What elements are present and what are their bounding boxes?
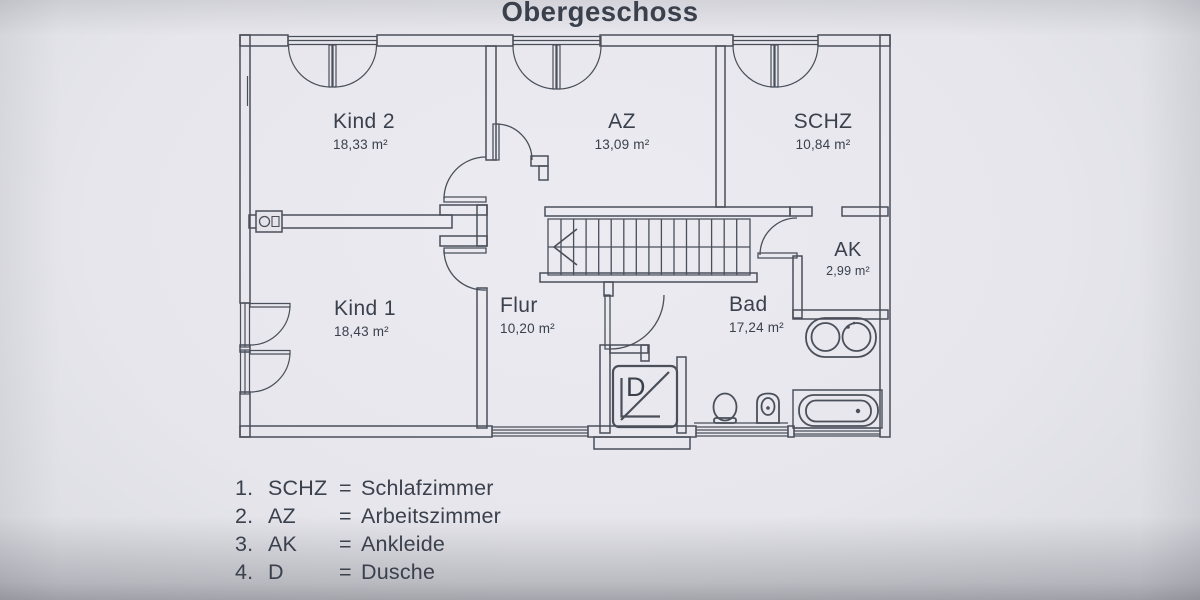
stair-direction-arrow <box>554 229 577 265</box>
legend-abbr: AK <box>268 531 298 556</box>
door-symbols <box>444 124 797 349</box>
legend-abbr: AZ <box>268 503 296 528</box>
legend-number: 1. <box>235 475 254 500</box>
legend-abbr: SCHZ <box>268 475 328 500</box>
room-label-flur: Flur 10,20 m² <box>500 294 555 337</box>
toilet-icon <box>714 394 737 424</box>
legend-abbr: D <box>268 559 284 584</box>
shower-symbol: D <box>600 345 686 433</box>
legend-full-name: Ankleide <box>361 531 446 556</box>
legend-full-name: Dusche <box>361 559 436 584</box>
window-symbols <box>241 37 881 437</box>
legend-row: 1. SCHZ = Schlafzimmer <box>235 474 501 502</box>
room-label-bad: Bad 17,24 m² <box>729 293 784 336</box>
chimney-symbol <box>256 211 282 232</box>
bath-fixtures <box>714 318 883 428</box>
room-label-az: AZ 13,09 m² <box>594 110 650 153</box>
shower-d-label: D <box>626 372 646 402</box>
legend-equals: = <box>339 531 352 556</box>
room-label-ak: AK 2,99 m² <box>826 239 870 278</box>
legend: 1. SCHZ = Schlafzimmer 2. AZ = Arbeitszi… <box>235 474 501 586</box>
legend-number: 4. <box>235 559 254 584</box>
bidet-icon <box>757 394 779 424</box>
legend-row: 3. AK = Ankleide <box>235 530 501 558</box>
legend-full-name: Arbeitszimmer <box>361 503 501 528</box>
washbasin-icon <box>806 318 876 357</box>
outer-walls <box>240 35 890 449</box>
legend-equals: = <box>339 475 352 500</box>
legend-full-name: Schlafzimmer <box>361 475 494 500</box>
room-label-kind1: Kind 1 18,43 m² <box>334 297 396 340</box>
legend-row: 2. AZ = Arbeitszimmer <box>235 502 501 530</box>
room-label-schz: SCHZ 10,84 m² <box>793 110 853 153</box>
page-title: Obergeschoss <box>501 0 699 27</box>
legend-number: 3. <box>235 531 254 556</box>
legend-number: 2. <box>235 503 254 528</box>
legend-equals: = <box>339 503 352 528</box>
legend-equals: = <box>339 559 352 584</box>
legend-row: 4. D = Dusche <box>235 558 501 586</box>
room-label-kind2: Kind 2 18,33 m² <box>333 110 395 153</box>
staircase <box>548 219 750 275</box>
interior-walls <box>249 46 888 428</box>
bathtub-icon <box>793 390 882 428</box>
